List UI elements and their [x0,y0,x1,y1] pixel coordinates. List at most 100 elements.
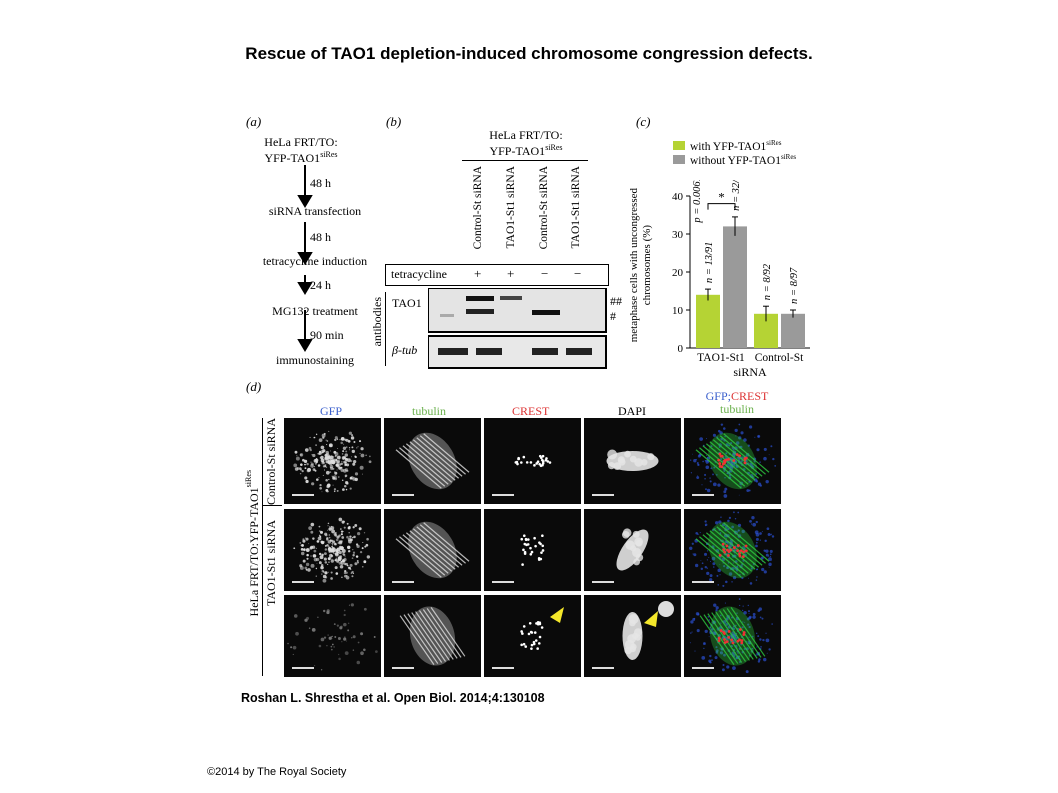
legend-with: with YFP-TAO1siRes [690,139,782,153]
micrograph-image [520,534,545,566]
col-header-merge: GFP;CREST tubulin [705,389,769,416]
micrograph-image [622,601,674,660]
category-label: TAO1-St1 [697,352,745,364]
antibodies-label: antibodies [370,297,384,347]
category-label: Control-St [755,352,804,364]
col-header-gfp: GFP [320,404,343,418]
significance-bracket [707,203,736,210]
lane-label-1: Control-St siRNA [472,166,484,250]
panel-a-flow-arrows [297,165,313,352]
micrograph-image [689,511,775,587]
scale-bar [492,581,514,583]
col-header-dapi: DAPI [618,404,647,418]
y-tick-label: 10 [672,305,684,317]
row-divider [262,505,282,506]
micrograph-image [293,430,372,493]
micrograph-image [606,449,659,471]
y-tick-label: 0 [678,343,684,355]
scale-bar [392,494,414,496]
tet-lane-1: + [474,266,482,281]
micrograph-crest-row1 [484,418,581,504]
y-tick-label: 20 [672,267,684,279]
band-mark-double: ## [610,294,622,308]
flow-step-4: tetracycline induction [262,254,368,268]
scale-bar [492,667,514,669]
micrograph-merge-row3 [684,595,781,677]
row-group-label: HeLa FRT/TO:YFP-TAO1siRes [244,470,261,617]
p-value-label: p = 0.00671 [692,180,703,224]
micrograph-dapi-row3 [584,595,681,677]
band-mark-single: # [610,309,616,323]
micrograph-dapi-row1 [584,418,681,504]
micrograph-image [520,607,564,650]
tet-lane-2: + [507,266,515,281]
blot-row-btub: β-tub [392,343,418,357]
scale-bar [392,667,414,669]
blot-header-line1: HeLa FRT/TO: [489,128,563,142]
micrograph-merge-row2 [684,509,781,591]
scale-bar [492,494,514,496]
micrograph-image [293,517,371,583]
panel-b-label: (b) [386,114,402,129]
figure-title: Rescue of TAO1 depletion-induced chromos… [245,44,813,63]
scale-bar [392,581,414,583]
tetracycline-label: tetracycline [391,267,447,281]
flow-step-3: 48 h [310,230,331,244]
antibodies-bracket [385,292,386,366]
blot-header-line2: YFP-TAO1siRes [489,143,563,158]
significance-star: * [718,190,725,205]
scale-bar [592,581,614,583]
micrograph-image [399,606,466,666]
bar-TAO1-St1-with [696,294,720,348]
flow-step-7: 90 min [310,328,344,342]
panel-c-label: (c) [636,114,651,129]
n-label: n = 8/92 [762,263,773,300]
legend-swatch-with [673,141,685,150]
panel-b-header: HeLa FRT/TO: YFP-TAO1siRes [462,128,590,159]
tet-lane-3: − [541,266,549,281]
micrograph-crest-row3 [484,595,581,677]
flow-step-5: 24 h [310,278,331,292]
row-label-control: Control-St siRNA [264,418,278,506]
micrograph-image [287,603,378,671]
figure-citation: Roshan L. Shrestha et al. Open Biol. 201… [241,691,545,705]
x-axis-label: siRNA [733,365,767,379]
n-label: n = 13/91 [704,242,715,284]
panel-a-label: (a) [246,114,262,129]
lane-label-2: TAO1-St1 siRNA [505,166,517,249]
tetracycline-row [385,264,609,286]
micrograph-image [514,454,552,468]
y-tick-label: 30 [672,229,684,241]
n-label: n = 8/97 [789,267,800,304]
micrograph-image [395,521,470,579]
bar-Control-St-without [781,313,805,348]
micrograph-image [395,432,470,490]
lane-label-3: Control-St siRNA [538,166,550,250]
scale-bar [292,494,314,496]
micrograph-gfp-row2 [284,509,381,591]
construct-text: YFP-TAO1siRes [264,150,338,165]
col-header-crest: CREST [512,404,550,418]
scale-bar [692,667,714,669]
scale-bar [592,667,614,669]
row-group-bracket [262,418,263,676]
micrograph-tubulin-row2 [384,509,481,591]
cell-line-text: HeLa FRT/TO: [264,135,338,149]
flow-step-6: MG132 treatment [272,304,358,318]
micrograph-crest-row2 [484,509,581,591]
micrograph-merge-row1 [684,418,781,504]
col-header-tubulin: tubulin [412,404,447,418]
scale-bar [592,494,614,496]
legend-without: without YFP-TAO1siRes [690,153,797,167]
n-label: n = 32/100 [731,180,742,211]
bar-TAO1-St1-without [723,226,747,348]
micrograph-image [689,598,773,674]
scale-bar [292,581,314,583]
micrograph-gfp-row1 [284,418,381,504]
micrograph-dapi-row2 [584,509,681,591]
scale-bar [692,494,714,496]
header-underline [462,160,588,161]
scale-bar [292,667,314,669]
row-label-tao1: TAO1-St1 siRNA [264,520,278,607]
